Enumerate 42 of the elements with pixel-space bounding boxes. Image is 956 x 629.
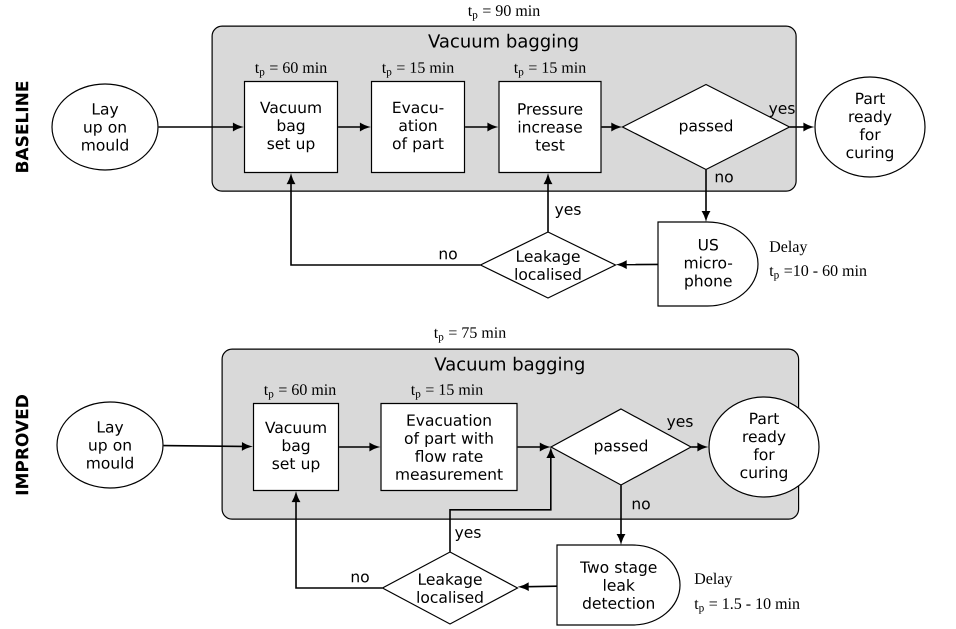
arrow (287, 175, 480, 266)
arrow (449, 449, 555, 552)
duration-label: t$_{p}$ = 15 min (410, 384, 483, 400)
duration-label: t$_{p}$ = 75 min (434, 327, 506, 343)
duration-label: t$_{p}$ = 1.5 - 10 min (694, 598, 800, 614)
arrow (292, 493, 382, 589)
duration-label: t$_{p}$ = 15 min (514, 62, 586, 78)
arrow (702, 170, 710, 220)
row-label: IMPROVED (16, 395, 28, 494)
arrow (617, 485, 625, 543)
duration-label: t$_{p}$ = 15 min (382, 62, 454, 78)
arrow (339, 443, 378, 451)
edge-label: yes (667, 418, 693, 430)
arrow (618, 260, 658, 268)
row-label: BASELINE (16, 82, 28, 172)
edge-label: no (352, 574, 369, 582)
duration-label: Delay (694, 572, 732, 588)
arrow (338, 123, 369, 131)
edge-label: no (716, 174, 733, 182)
edge-label: yes (455, 529, 481, 541)
arrow (164, 442, 251, 450)
process-box: Vacuum bag set up (244, 80, 338, 174)
duration-label: t$_{p}$ =10 - 60 min (769, 265, 867, 281)
process-box: Pressure increase test (498, 80, 602, 174)
edge-label: no (440, 250, 457, 260)
process-box: Evacuation of part with flow rate measurement (380, 402, 518, 492)
arrow (158, 123, 242, 131)
arrow (520, 582, 558, 591)
arrow (691, 443, 706, 451)
edge-label: yes (555, 206, 581, 218)
duration-label: t$_{p}$ = 90 min (468, 5, 540, 21)
duration-label: Delay (770, 240, 808, 256)
arrow (518, 443, 549, 451)
arrow (602, 123, 620, 131)
arrow (465, 123, 496, 131)
process-box: Evacu- ation of part (370, 80, 466, 174)
duration-label: t$_{p}$ = 60 min (264, 384, 336, 400)
arrow (544, 175, 552, 232)
process-box: Vacuum bag set up (252, 402, 340, 492)
duration-label: t$_{p}$ = 60 min (254, 62, 327, 78)
arrow (790, 123, 812, 131)
edge-label: no (632, 500, 650, 510)
